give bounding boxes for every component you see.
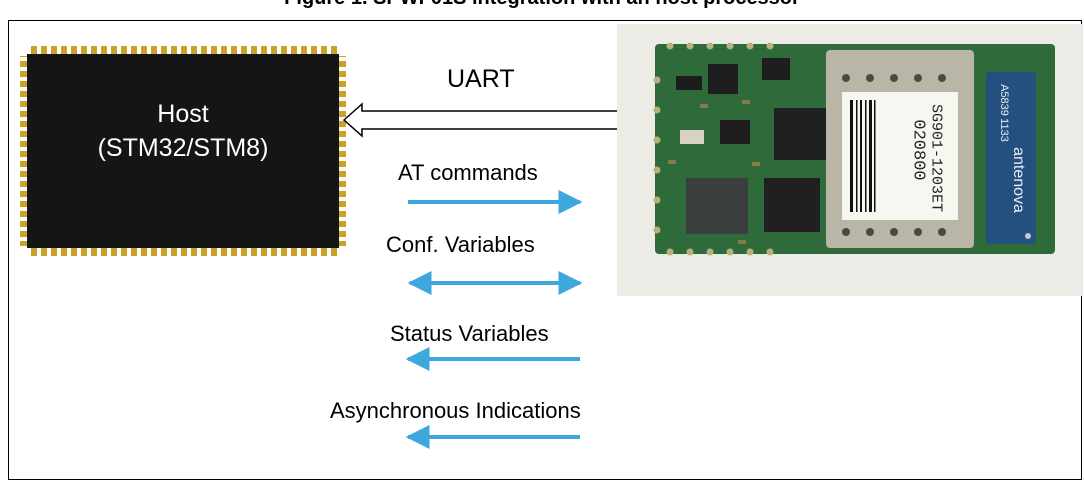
uart-label: UART — [447, 65, 515, 93]
host-label: Host (STM32/STM8) — [28, 97, 338, 165]
antenna-code-1: A5839 — [998, 84, 1010, 116]
uart-double-arrow — [342, 102, 656, 138]
status-variables-label: Status Variables — [390, 321, 549, 346]
host-chip — [20, 46, 346, 256]
async-indications-label: Asynchronous Indications — [330, 398, 581, 423]
integration-diagram — [20, 24, 1083, 449]
figure-caption: Figure 1. SPWF01S integration with an ho… — [0, 0, 1084, 10]
module-barcode-text: SG901-1203ET — [927, 103, 945, 213]
antenna-brand-text: antenova — [1010, 147, 1027, 213]
conf-variables-label: Conf. Variables — [386, 232, 535, 257]
host-title: Host — [157, 100, 209, 128]
host-subtitle: (STM32/STM8) — [97, 134, 269, 162]
antenna-code-2: 1133 — [998, 118, 1010, 142]
module-serial-number: 020800 — [908, 119, 928, 181]
wifi-module-photo — [617, 24, 1083, 296]
at-commands-label: AT commands — [398, 160, 538, 185]
